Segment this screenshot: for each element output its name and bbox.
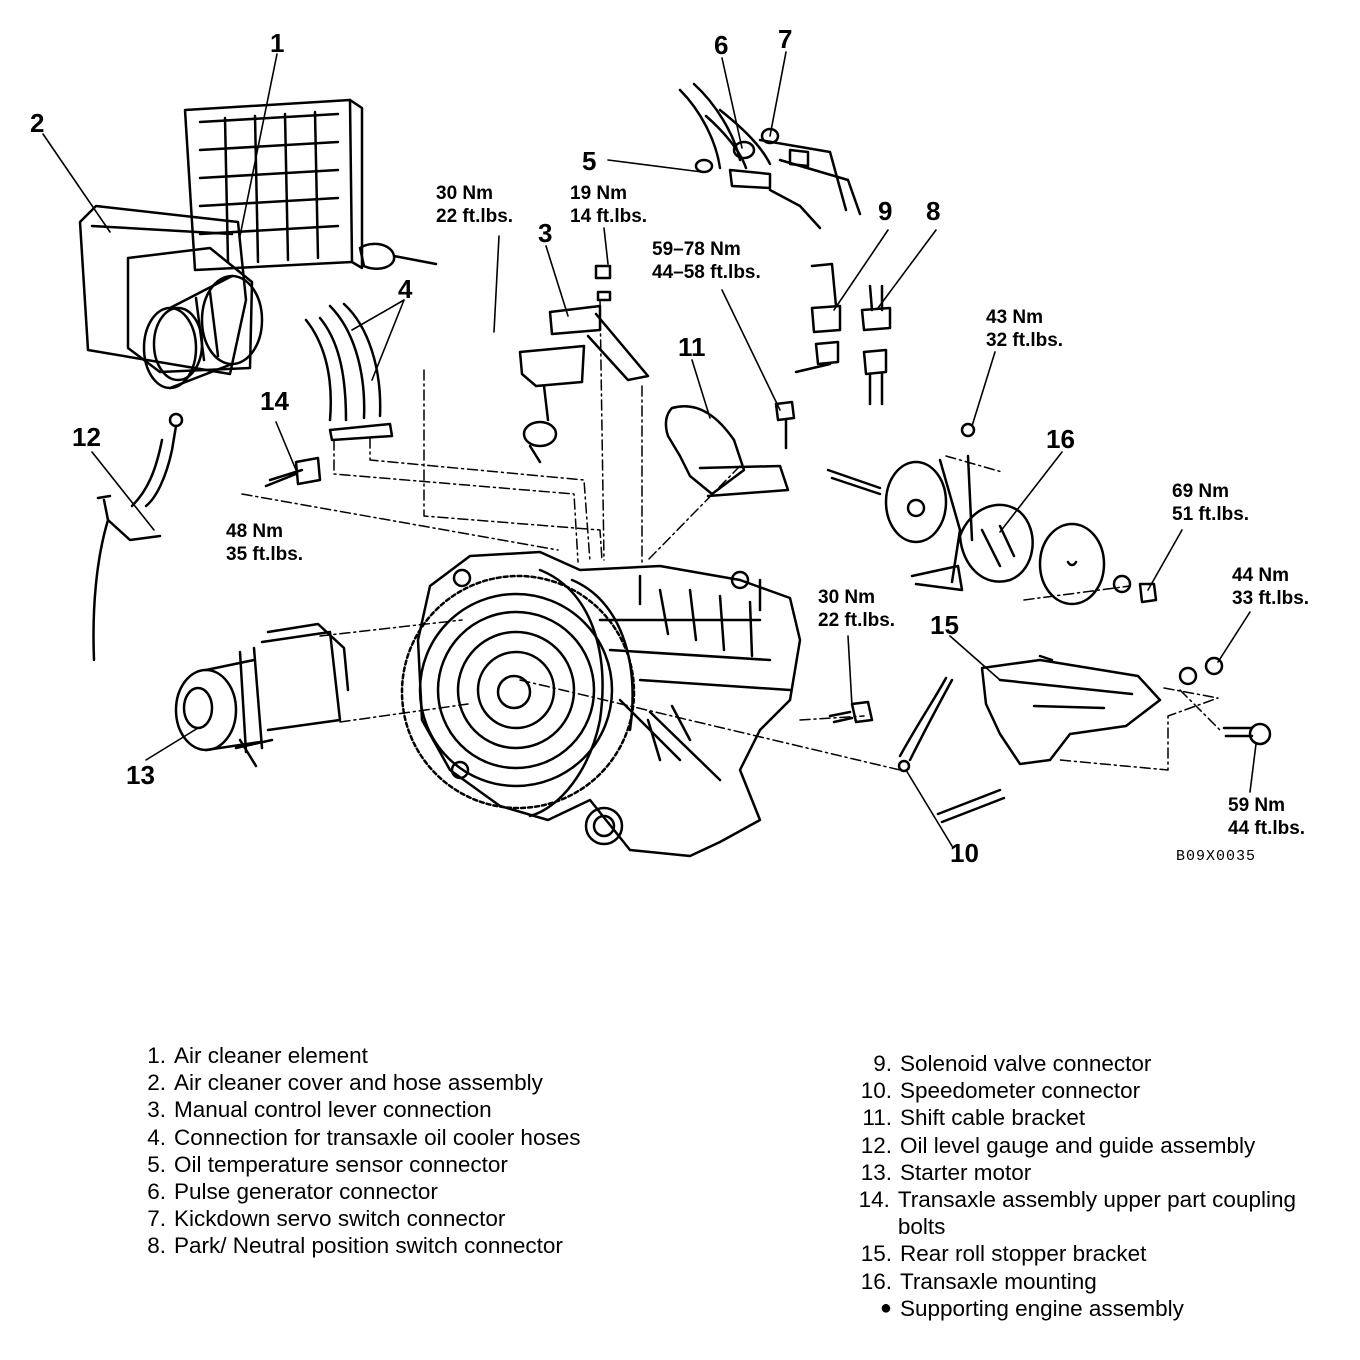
solenoid-and-switch-connectors bbox=[794, 262, 892, 406]
legend-text: Manual control lever connection bbox=[174, 1097, 492, 1123]
legend-item: 10. Speedometer connector bbox=[848, 1077, 1328, 1104]
exploded-diagram bbox=[42, 51, 1272, 858]
legend-number: 6. bbox=[147, 1179, 166, 1205]
callout-5: 5 bbox=[582, 146, 597, 176]
legend-item: 9. Solenoid valve connector bbox=[848, 1050, 1328, 1077]
legend-item: 1. Air cleaner element bbox=[132, 1042, 612, 1069]
legend-item: 7. Kickdown servo switch connector bbox=[132, 1205, 612, 1232]
legend-text: Starter motor bbox=[900, 1159, 1032, 1185]
legend-item: 2. Air cleaner cover and hose assembly bbox=[132, 1069, 612, 1096]
legend-item: 4. Connection for transaxle oil cooler ho… bbox=[132, 1124, 612, 1151]
legend-left: 1. Air cleaner element 2. Air cleaner cover… bbox=[132, 1042, 612, 1260]
clip-part bbox=[358, 242, 438, 270]
callout-1: 1 bbox=[270, 28, 285, 58]
legend-number: 7. bbox=[147, 1206, 166, 1232]
figure-code: B09X0035 bbox=[1176, 848, 1257, 865]
legend-item: 13. Starter motor bbox=[848, 1159, 1328, 1186]
legend-text: Park/ Neutral position switch connector bbox=[174, 1233, 563, 1259]
legend-right: 9. Solenoid valve connector 10. Speedometer… bbox=[848, 1050, 1328, 1322]
upper-coupling-bolt bbox=[264, 456, 322, 488]
callout-14: 14 bbox=[260, 386, 289, 416]
legend-item: 6. Pulse generator connector bbox=[132, 1178, 612, 1205]
transaxle-case bbox=[400, 550, 802, 858]
legend-item: 11. Shift cable bracket bbox=[848, 1104, 1328, 1131]
oil-cooler-hoses bbox=[304, 302, 394, 442]
legend-item: ● Supporting engine assembly bbox=[848, 1295, 1328, 1322]
callout-2: 2 bbox=[30, 108, 45, 138]
callout-10: 10 bbox=[950, 838, 979, 868]
legend-text: Oil level gauge and guide assembly bbox=[900, 1132, 1256, 1158]
callout-9: 9 bbox=[878, 196, 893, 226]
legend-number: ● bbox=[879, 1296, 892, 1319]
legend-item: 15. Rear roll stopper bracket bbox=[848, 1240, 1328, 1267]
callout-3: 3 bbox=[538, 218, 553, 248]
legend-number: 11. bbox=[862, 1105, 892, 1131]
legend-text: Transaxle mounting bbox=[900, 1268, 1097, 1294]
legend-item: 14. Transaxle assembly upper part couplin… bbox=[848, 1186, 1328, 1240]
callout-12: 12 bbox=[72, 422, 101, 452]
legend-number: 9. bbox=[873, 1051, 892, 1076]
air-cleaner-element bbox=[183, 98, 364, 272]
legend-item: 8. Park/ Neutral position switch connecto… bbox=[132, 1232, 612, 1259]
legend-text: Oil temperature sensor connector bbox=[174, 1151, 508, 1177]
callout-11: 11 bbox=[678, 332, 706, 362]
callout-16: 16 bbox=[1046, 424, 1075, 454]
legend-text: Transaxle assembly upper part coupling b… bbox=[897, 1187, 1296, 1240]
legend-item: 12. Oil level gauge and guide assembly bbox=[848, 1132, 1328, 1159]
legend-number: 8. bbox=[147, 1233, 166, 1259]
legend-number: 12. bbox=[860, 1132, 892, 1158]
legend-text: Air cleaner element bbox=[174, 1043, 368, 1068]
legend-text: Rear roll stopper bracket bbox=[900, 1241, 1147, 1267]
legend-number: 14. bbox=[858, 1187, 890, 1213]
legend-text: Supporting engine assembly bbox=[900, 1295, 1184, 1321]
manual-control-lever bbox=[518, 264, 650, 464]
legend-text: Air cleaner cover and hose assembly bbox=[174, 1070, 543, 1096]
legend-number: 1. bbox=[147, 1043, 166, 1068]
legend-number: 15. bbox=[860, 1241, 892, 1267]
legend-item: 16. Transaxle mounting bbox=[848, 1268, 1328, 1295]
assembly-lines bbox=[241, 299, 1221, 771]
callout-7: 7 bbox=[778, 24, 793, 54]
callout-8: 8 bbox=[926, 196, 941, 226]
legend-number: 5. bbox=[147, 1151, 166, 1177]
legend-number: 16. bbox=[860, 1268, 892, 1294]
lower-bolt bbox=[828, 700, 874, 724]
callout-13: 13 bbox=[126, 760, 155, 790]
legend-text: Speedometer connector bbox=[900, 1078, 1141, 1104]
legend-text: Pulse generator connector bbox=[174, 1179, 438, 1205]
transaxle-mount bbox=[826, 422, 1158, 606]
legend-number: 3. bbox=[147, 1097, 166, 1123]
leader-lines bbox=[42, 51, 1257, 847]
cable-bracket-bolt bbox=[774, 400, 796, 450]
legend-text: Solenoid valve connector bbox=[900, 1051, 1152, 1076]
shift-cable-bracket bbox=[664, 405, 790, 498]
starter-motor bbox=[174, 622, 350, 768]
oil-level-gauge bbox=[92, 412, 184, 662]
legend-number: 13. bbox=[860, 1159, 892, 1185]
air-cleaner-cover-hose bbox=[78, 204, 264, 390]
legend-item: 3. Manual control lever connection bbox=[132, 1096, 612, 1123]
speedometer-connector bbox=[897, 676, 954, 773]
legend-item: 5. Oil temperature sensor connector bbox=[132, 1151, 612, 1178]
sensor-connectors bbox=[678, 82, 862, 230]
legend-text: Shift cable bracket bbox=[900, 1105, 1086, 1131]
callout-4: 4 bbox=[398, 274, 413, 304]
legend-number: 10. bbox=[860, 1078, 892, 1104]
legend-number: 4. bbox=[147, 1124, 166, 1150]
callout-15: 15 bbox=[930, 610, 959, 640]
legend-number: 2. bbox=[147, 1070, 166, 1096]
legend-text: Kickdown servo switch connector bbox=[174, 1206, 506, 1232]
legend-text: Connection for transaxle oil cooler hose… bbox=[174, 1124, 581, 1150]
callout-6: 6 bbox=[714, 30, 729, 60]
rear-roll-stopper-bracket bbox=[936, 654, 1272, 824]
